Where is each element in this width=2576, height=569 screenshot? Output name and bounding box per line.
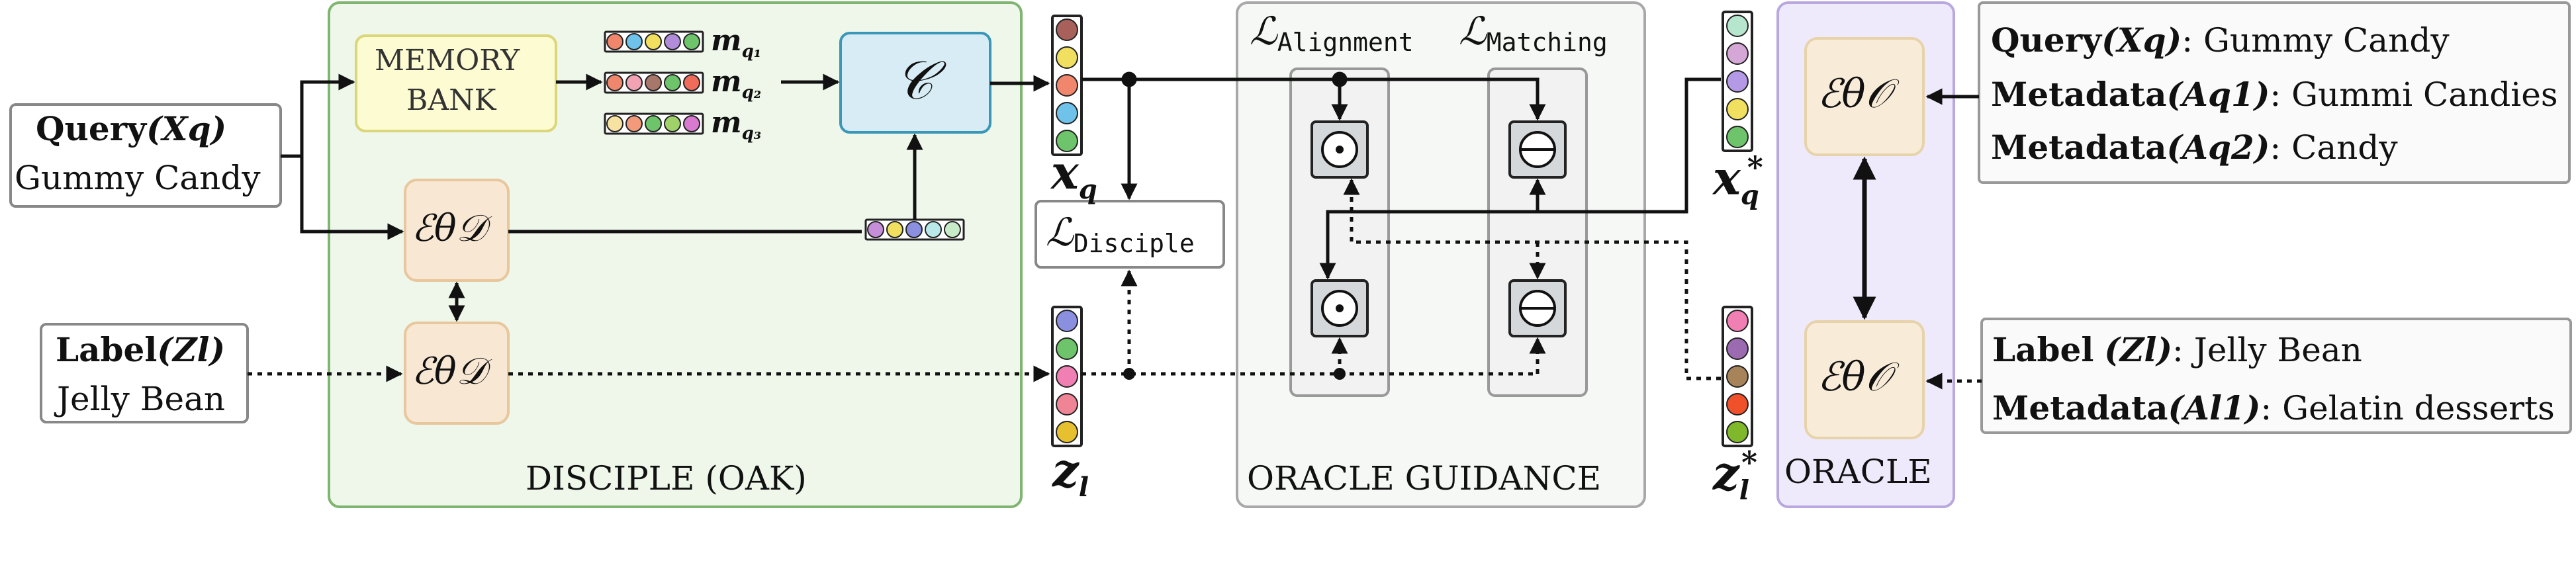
label-input-label: Label(Zl): [56, 330, 226, 369]
minus-operator-bottom: [1508, 279, 1567, 337]
zl-vector: [1051, 306, 1083, 447]
oracle-query-info-box: [1978, 1, 2571, 184]
oracle-guidance-title: ORACLE GUIDANCE: [1247, 459, 1602, 498]
dot-operator-bottom: [1311, 279, 1369, 337]
oracle-encoder-top-symbol: ℰθ𝒪: [1817, 71, 1891, 117]
oracle-label-info-box: [1980, 318, 2572, 434]
memory-bank-line2: BANK: [406, 83, 496, 117]
oracle-label-info-2: Metadata(Al1): Gelatin desserts: [1992, 388, 2555, 427]
zl-label: zl: [1052, 443, 1089, 503]
oracle-encoder-top: [1804, 37, 1925, 156]
oracle-query-info-3: Metadata(Aq2): Candy: [1991, 128, 2398, 167]
loss-disciple-box: [1035, 200, 1225, 269]
xq-label: xq: [1051, 145, 1097, 205]
disciple-encoder-bottom-symbol: ℰθ𝒟: [412, 350, 486, 393]
xq-star-vector: [1722, 11, 1753, 152]
oracle-encoder-bottom-symbol: ℰθ𝒪: [1817, 354, 1891, 400]
oracle-label-info-1: Label (Zl): Jelly Bean: [1992, 330, 2362, 369]
dotted-connectors: [248, 178, 1982, 390]
disciple-encoder-top-symbol: ℰθ𝒟: [412, 207, 486, 250]
oracle-query-info-2: Metadata(Aq1): Gummi Candies: [1991, 75, 2558, 114]
query-input-label: Query(Xq): [36, 109, 227, 148]
zl-junction-1: [1123, 368, 1135, 380]
dot-operator-top: [1311, 120, 1369, 179]
memory-row-label-3: mq₃: [711, 106, 762, 144]
label-input-value: Jelly Bean: [57, 380, 226, 418]
memory-row-label-2: mq₂: [711, 65, 762, 103]
memory-row-vectors: [604, 30, 704, 135]
zl-junction-2: [1334, 368, 1346, 380]
oracle-query-info-1: Query(Xq): Gummy Candy: [1991, 21, 2450, 60]
xq-star-label: xq*: [1713, 150, 1763, 211]
disciple-title: DISCIPLE (OAK): [526, 459, 807, 498]
oracle-encoder-bottom: [1804, 320, 1925, 439]
solid-connectors: [281, 71, 1979, 322]
query-input-value: Gummy Candy: [15, 159, 261, 197]
loss-matching-label: ℒMatching: [1459, 9, 1608, 57]
xq-vector: [1051, 15, 1083, 156]
zl-star-vector: [1722, 306, 1753, 447]
memory-row-label-1: mq₁: [711, 24, 762, 62]
oracle-title: ORACLE: [1784, 453, 1932, 491]
zl-star-label: zl*: [1713, 445, 1758, 506]
encoded-query-vector: [864, 218, 965, 241]
classifier-symbol: 𝒞: [895, 50, 934, 111]
minus-operator-top: [1508, 120, 1567, 179]
loss-alignment-label: ℒAlignment: [1250, 9, 1414, 57]
loss-disciple-label: ℒDisciple: [1046, 210, 1195, 258]
memory-bank-line1: MEMORY: [375, 44, 520, 77]
